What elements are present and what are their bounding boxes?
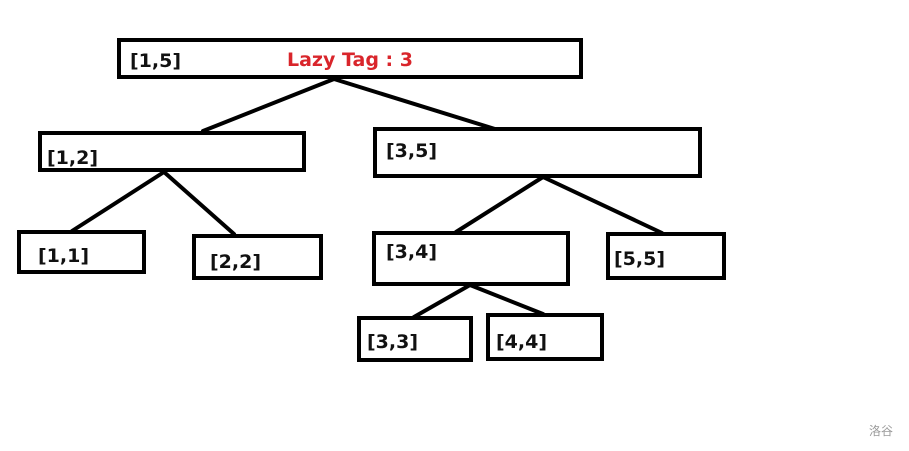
watermark-label: 洛谷: [869, 424, 894, 438]
node-1-1: [17, 230, 146, 274]
node-3-5: [373, 127, 702, 178]
edge-right-to-leaf-5-5: [541, 175, 664, 235]
node-label-4-4: [4,4]: [496, 331, 548, 353]
edge-left-to-leaf-2-2: [162, 170, 236, 236]
node-label-5-5: [5,5]: [614, 248, 666, 270]
edge-root-to-right: [332, 77, 497, 131]
edge-left-to-leaf-1-1: [70, 170, 166, 233]
node-1-2: [38, 131, 306, 172]
node-4-4: [486, 313, 604, 361]
node-3-4: [372, 231, 570, 286]
node-2-2: [192, 234, 323, 280]
node-1-5: [117, 38, 583, 79]
node-5-5: [606, 232, 726, 280]
node-3-3: [357, 316, 473, 362]
node-label-2-2: [2,2]: [210, 251, 262, 273]
node-label-1-1: [1,1]: [38, 245, 90, 267]
node-label-1-5: [1,5]: [130, 50, 182, 72]
edge-root-to-left: [201, 77, 336, 133]
node-label-3-4: [3,4]: [386, 241, 438, 263]
node-label-3-3: [3,3]: [367, 331, 419, 353]
edge-node-3-4-to-leaf-4-4: [468, 283, 545, 316]
node-label-1-2: [1,2]: [47, 147, 99, 169]
edge-node-3-4-to-leaf-3-3: [412, 283, 472, 319]
node-label-3-5: [3,5]: [386, 140, 438, 162]
lazy-tag-label: Lazy Tag : 3: [287, 49, 413, 71]
edge-right-to-node-3-4: [454, 175, 545, 234]
